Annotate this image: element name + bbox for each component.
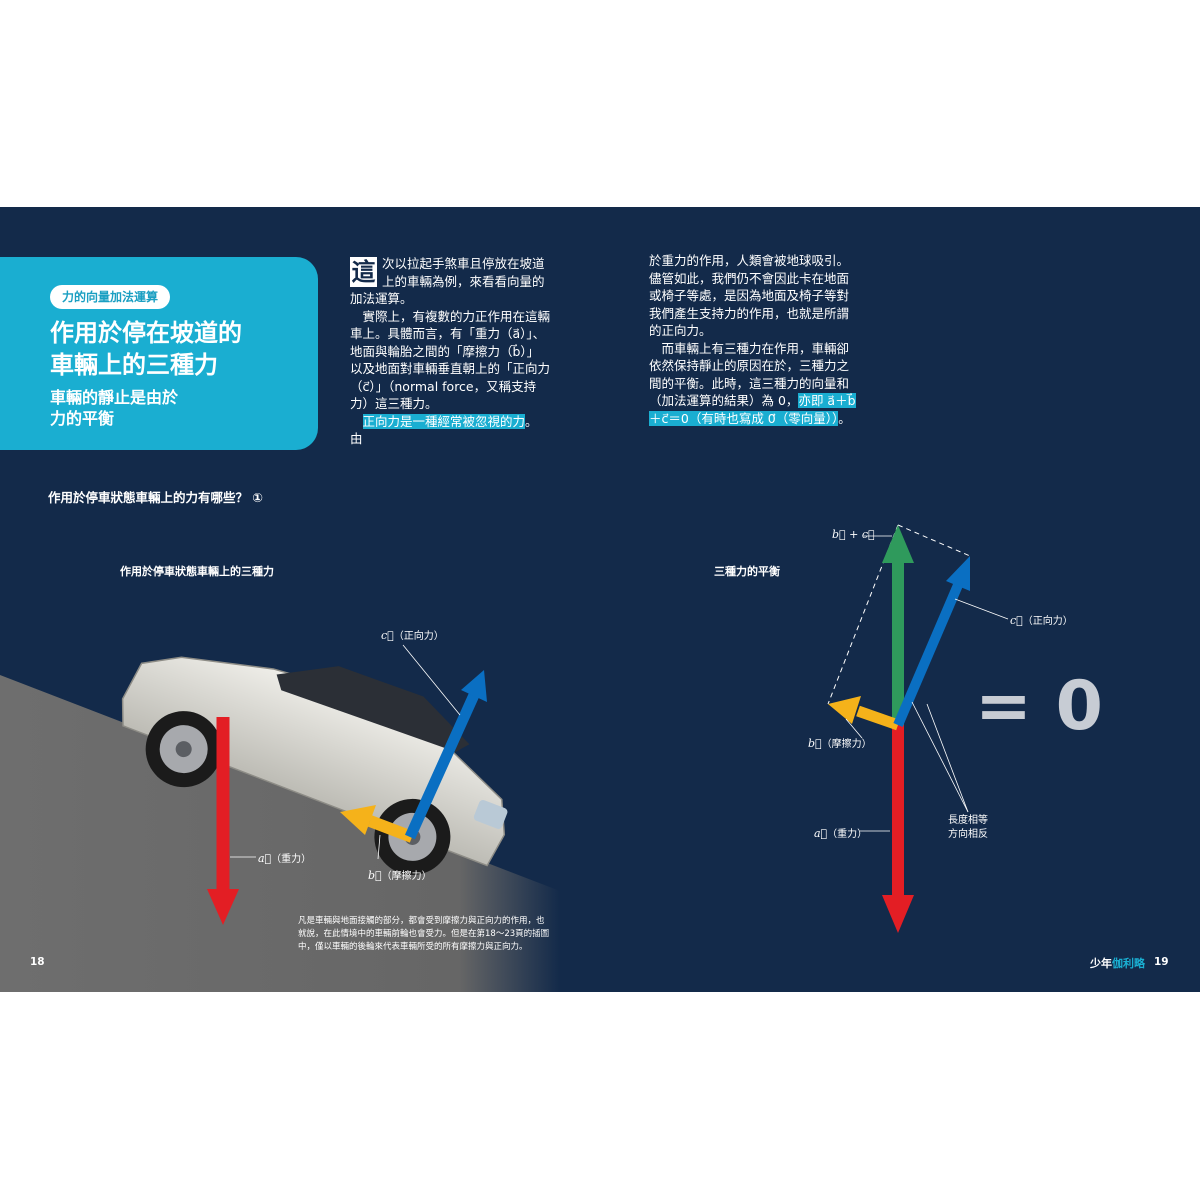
page-number-right: 19 — [1154, 956, 1169, 968]
label-right-gravity-text: （重力） — [827, 829, 868, 840]
right-normal-arrowhead — [946, 556, 970, 591]
vector-b-symbol: b⃗ — [368, 869, 382, 882]
book-spread: 力的向量加法運算 作用於停在坡道的 車輛上的三種力 車輛的靜止是由於 力的平衡 … — [0, 207, 1200, 992]
vector-a-symbol-right: a⃗ — [814, 827, 828, 840]
section-tag: 力的向量加法運算 — [50, 285, 171, 309]
body-paragraph-3-rest: 。由 — [350, 413, 538, 447]
page-title-line2: 車輛上的三種力 — [50, 351, 218, 379]
label-left-friction: b⃗（摩擦力） — [368, 867, 432, 882]
figure-note: 凡是車輛與地面接觸的部分，都會受到摩擦力與正向力的作用，也就說，在此情境中的車輛… — [298, 916, 550, 952]
label-left-gravity: a⃗（重力） — [258, 850, 311, 865]
right-gravity-arrowhead — [882, 895, 914, 933]
left-friction-arrow — [367, 815, 415, 843]
right-normal-arrow — [893, 583, 963, 727]
label-right-normal-text: （正向力） — [1022, 616, 1073, 627]
vector-sum-symbol: b⃗ + c⃗ — [832, 528, 875, 541]
body-column-2: 於重力的作用，人類會被地球吸引。儘管如此，我們仍不會因此卡在地面或椅子等處，是因… — [649, 252, 857, 427]
left-figure-caption: 作用於停車狀態車輛上的三種力 — [120, 565, 274, 578]
label-right-sum: b⃗ + c⃗ — [832, 528, 875, 541]
label-equal-line1: 長度相等 — [948, 815, 988, 826]
question-heading: 作用於停車狀態車輛上的力有哪些？ ① — [48, 490, 263, 505]
body-paragraph-3: 正向力是一種經常被忽視的力。由 — [350, 413, 550, 448]
page-subtitle-line1: 車輛的靜止是由於 — [50, 388, 179, 407]
body-paragraph-5: 而車輛上有三種力在作用，車輛卻依然保持靜止的原因在於，三種力之間的平衡。此時，這… — [649, 340, 857, 428]
page-subtitle: 車輛的靜止是由於 力的平衡 — [50, 387, 310, 429]
label-right-friction-text: （摩擦力） — [821, 739, 872, 750]
brand-prefix: 少年 — [1090, 957, 1112, 970]
left-normal-arrowhead — [461, 670, 487, 702]
right-figure-caption: 三種力的平衡 — [714, 565, 780, 578]
leader-right-equal-2 — [926, 703, 969, 813]
body-paragraph-5-start: 而車輛上有三種力在作用，車輛卻依然保持靜止的原因在於，三種力之間的平衡。此時，這… — [649, 340, 850, 409]
page-title-line1: 作用於停在坡道的 — [50, 319, 242, 347]
vector-a-symbol: a⃗ — [258, 852, 272, 865]
body-paragraph-1: 次以拉起手煞車且停放在坡道上的車輛為例，來看看向量的加法運算。 — [350, 256, 545, 306]
leader-right-b — [845, 718, 863, 739]
left-normal-arrow — [404, 692, 480, 840]
label-equal-line2: 方向相反 — [948, 829, 988, 840]
label-right-normal: c⃗（正向力） — [1010, 612, 1073, 627]
dashed-side-2 — [897, 524, 971, 557]
vector-b-symbol-right: b⃗ — [808, 737, 822, 750]
label-right-friction: b⃗（摩擦力） — [808, 735, 872, 750]
left-friction-arrowhead — [340, 805, 376, 835]
drop-cap: 這 — [350, 257, 377, 287]
right-sum-arrowhead — [882, 525, 914, 563]
label-equal-opposite: 長度相等方向相反 — [948, 814, 988, 842]
label-left-friction-text: （摩擦力） — [381, 871, 432, 882]
leader-left-b — [377, 834, 381, 860]
vector-c-symbol-right: c⃗ — [1010, 614, 1023, 627]
page-number-left: 18 — [30, 956, 45, 968]
leader-left-c — [402, 644, 461, 716]
slope-ground — [0, 675, 560, 992]
leader-right-equal-1 — [911, 701, 969, 813]
brand-accent: 伽利略 — [1112, 957, 1145, 970]
body-paragraph-5-end: 。 — [838, 410, 851, 426]
illustration-layer — [0, 524, 1009, 992]
title-panel: 力的向量加法運算 作用於停在坡道的 車輛上的三種力 車輛的靜止是由於 力的平衡 — [0, 257, 318, 450]
right-friction-arrowhead — [828, 696, 861, 724]
body-paragraph-4: 於重力的作用，人類會被地球吸引。儘管如此，我們仍不會因此卡在地面或椅子等處，是因… — [649, 253, 850, 338]
left-gravity-arrowhead — [207, 889, 239, 925]
page-title: 作用於停在坡道的 車輛上的三種力 — [50, 317, 310, 381]
label-left-normal: c⃗（正向力） — [381, 627, 444, 642]
right-friction-arrow — [856, 705, 900, 731]
equals-zero: = 0 — [975, 667, 1103, 746]
body-column-1: 這 次以拉起手煞車且停放在坡道上的車輛為例，來看看向量的加法運算。 實際上，有複… — [350, 255, 550, 448]
body-paragraph-2: 實際上，有複數的力正作用在這輛車上。具體而言，有「重力（a⃗）」、地面與輪胎之間… — [350, 308, 551, 412]
leader-right-c — [954, 598, 1009, 620]
page-subtitle-line2: 力的平衡 — [50, 409, 115, 428]
label-left-gravity-text: （重力） — [271, 854, 312, 865]
vector-c-symbol: c⃗ — [381, 629, 394, 642]
magazine-brand: 少年伽利略 — [1090, 955, 1145, 971]
label-right-gravity: a⃗（重力） — [814, 825, 867, 840]
label-left-normal-text: （正向力） — [393, 631, 444, 642]
highlight-normal-force: 正向力是一種經常被忽視的力 — [362, 413, 526, 429]
